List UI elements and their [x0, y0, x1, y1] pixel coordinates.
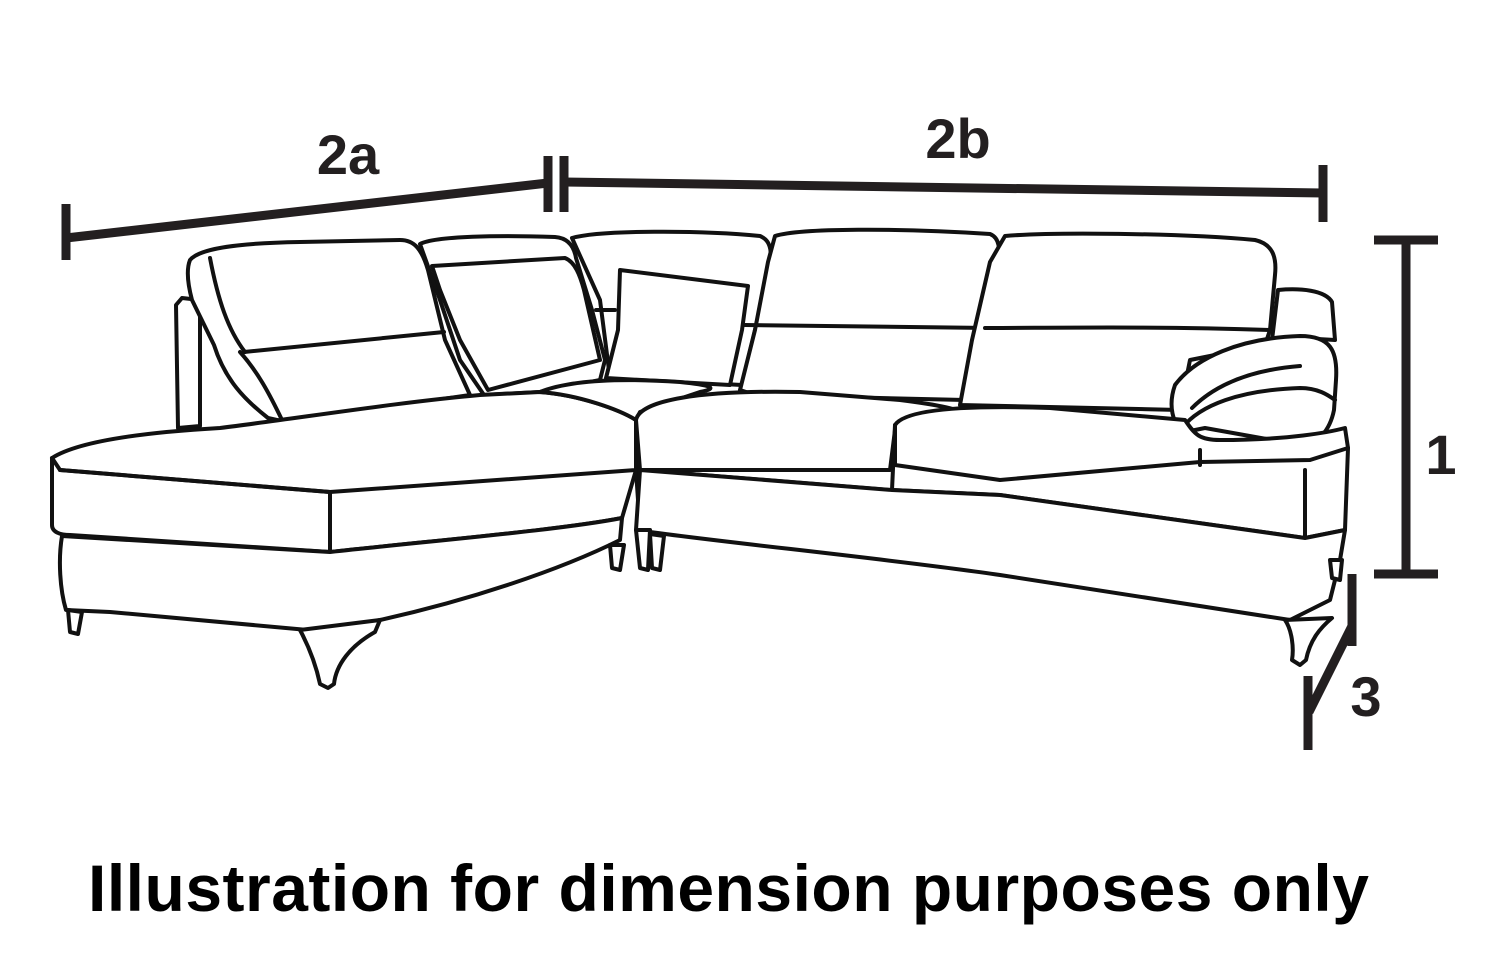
label-3: 3 — [1350, 665, 1381, 728]
label-2a: 2a — [317, 123, 380, 186]
label-1: 1 — [1425, 423, 1456, 486]
dimension-line-3 — [1304, 623, 1357, 715]
disclaimer-caption: Illustration for dimension purposes only — [88, 851, 1370, 925]
dimension-line-2a — [65, 178, 549, 243]
sectional-sofa-drawing — [50, 227, 1350, 690]
dimension-lines — [61, 156, 1438, 750]
label-2b: 2b — [925, 107, 990, 170]
dimension-line-2b — [563, 177, 1324, 198]
